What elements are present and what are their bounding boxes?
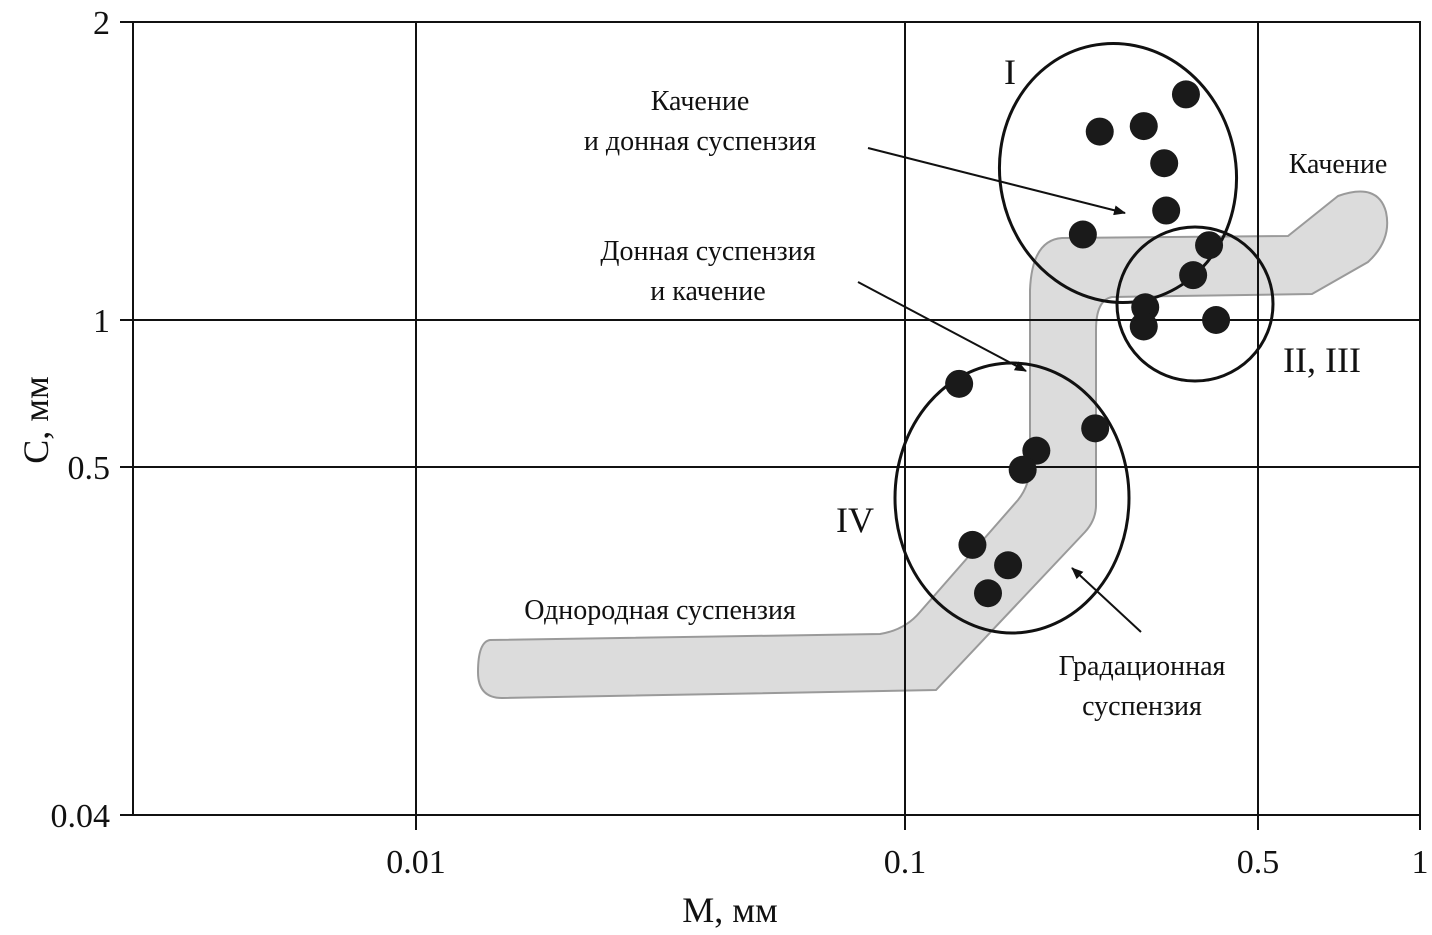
data-point — [958, 530, 987, 559]
data-point — [994, 551, 1023, 580]
data-point — [1008, 455, 1037, 484]
data-point — [1195, 231, 1224, 260]
y-tick-label: 0.04 — [51, 798, 111, 835]
group-IV-label: IV — [836, 500, 874, 540]
x-tick-label: 0.5 — [1237, 844, 1280, 881]
data-point — [1081, 414, 1110, 443]
x-axis-label: M, мм — [682, 890, 778, 930]
annotation-rolling: Качение — [1289, 149, 1388, 180]
y-tick-label: 0.5 — [68, 450, 111, 487]
group-II-III-ellipse — [1115, 225, 1275, 383]
data-point — [1171, 80, 1200, 109]
annotation-graded-2: суспензия — [1082, 691, 1202, 722]
x-tick-label: 0.1 — [884, 844, 927, 881]
data-point — [1129, 112, 1158, 141]
annotation-rolling-bed-1: Качение — [651, 86, 750, 117]
y-axis-label: C, мм — [16, 376, 56, 464]
group-I-label: I — [1004, 52, 1016, 92]
data-point — [1085, 117, 1114, 146]
arrow-bed-rolling — [857, 281, 1027, 372]
data-point — [945, 369, 974, 398]
data-point — [1202, 306, 1231, 334]
data-point — [1068, 220, 1097, 249]
sediment-transport-band — [476, 190, 1389, 700]
annotation-rolling-bed-2: и донная суспензия — [584, 126, 816, 157]
data-point — [1179, 261, 1208, 290]
data-point — [1150, 149, 1179, 178]
arrow-rolling-bed — [867, 147, 1126, 216]
group-II-III-label: II, III — [1283, 340, 1361, 380]
arrow-graded — [1071, 567, 1142, 633]
data-point — [974, 579, 1003, 608]
y-tick-label: 2 — [93, 5, 110, 42]
annotation-graded-1: Градационная — [1059, 651, 1226, 682]
x-tick-label: 0.01 — [386, 844, 446, 881]
annotation-bed-rolling-2: и качение — [650, 276, 765, 307]
y-tick-label: 1 — [93, 303, 110, 340]
annotation-bed-rolling-1: Донная суспензия — [600, 236, 815, 267]
annotation-uniform: Однородная суспензия — [524, 595, 796, 626]
x-tick-label: 1 — [1412, 844, 1429, 881]
data-point — [1129, 312, 1158, 341]
data-point — [1152, 196, 1181, 225]
plot-frame — [132, 21, 1421, 816]
